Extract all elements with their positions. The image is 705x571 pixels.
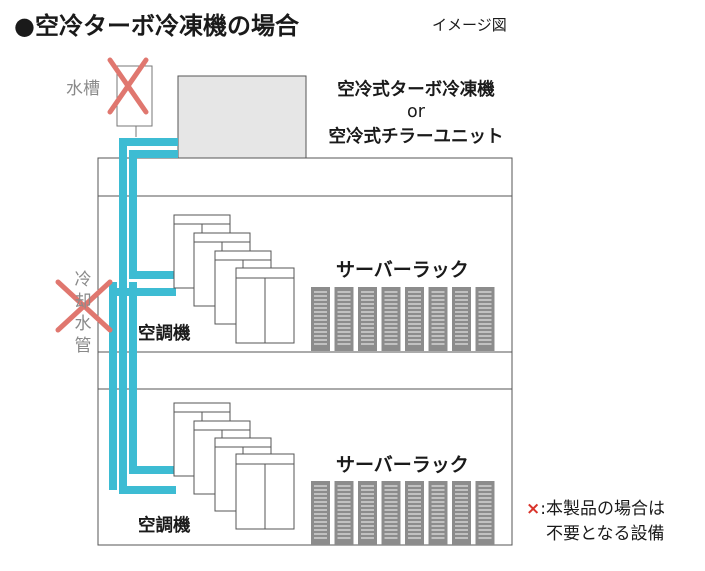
server-rack	[358, 481, 377, 545]
air-conditioner-label-2: 空調機	[138, 516, 191, 536]
roof-chiller-unit	[177, 75, 307, 159]
server-rack	[452, 481, 471, 545]
cross-mark-pipe	[55, 279, 113, 333]
image-note: イメージ図	[432, 16, 507, 34]
legend-line1: :本製品の場合は	[540, 499, 665, 519]
server-rack-row-2	[311, 481, 495, 545]
server-rack	[428, 287, 448, 351]
page-title: ●空冷ターボ冷凍機の場合	[14, 12, 299, 40]
server-rack	[311, 481, 330, 545]
legend-cross-icon: ×	[526, 499, 541, 519]
server-rack	[475, 481, 495, 545]
water-tank-label: 水槽	[66, 79, 100, 99]
server-rack	[311, 287, 330, 351]
pipe-label-char: 冷	[74, 270, 92, 290]
pipe-label-char: 却	[74, 292, 92, 312]
air-conditioner-label-1: 空調機	[138, 324, 191, 344]
roof-unit-label-line1: 空冷式ターボ冷凍機	[337, 80, 495, 100]
ac-unit	[235, 267, 295, 344]
legend-line2: 不要となる設備	[546, 524, 665, 544]
server-rack	[334, 481, 354, 545]
server-rack	[405, 287, 424, 351]
legend: ×:本製品の場合は 不要となる設備	[526, 497, 665, 547]
cooling-water-pipe	[109, 138, 178, 494]
server-rack	[475, 287, 495, 351]
ac-unit	[235, 453, 295, 530]
air-conditioner-stack-2	[173, 402, 295, 530]
roof-unit-label-line2: or	[407, 102, 425, 122]
server-rack-label-2: サーバーラック	[336, 454, 469, 476]
server-rack	[381, 481, 401, 545]
server-rack	[452, 287, 471, 351]
pipe-label-char: 管	[74, 336, 92, 356]
roof-unit-label-line3: 空冷式チラーユニット	[328, 127, 504, 147]
air-conditioner-stack-1	[173, 214, 295, 344]
server-rack-label-1: サーバーラック	[336, 259, 469, 281]
server-rack	[381, 287, 401, 351]
server-rack	[358, 287, 377, 351]
server-rack	[405, 481, 424, 545]
server-rack	[428, 481, 448, 545]
cross-mark-tank	[107, 57, 149, 115]
pipe-label-char: 水	[74, 314, 92, 334]
server-rack	[334, 287, 354, 351]
server-rack-row-1	[311, 287, 495, 351]
